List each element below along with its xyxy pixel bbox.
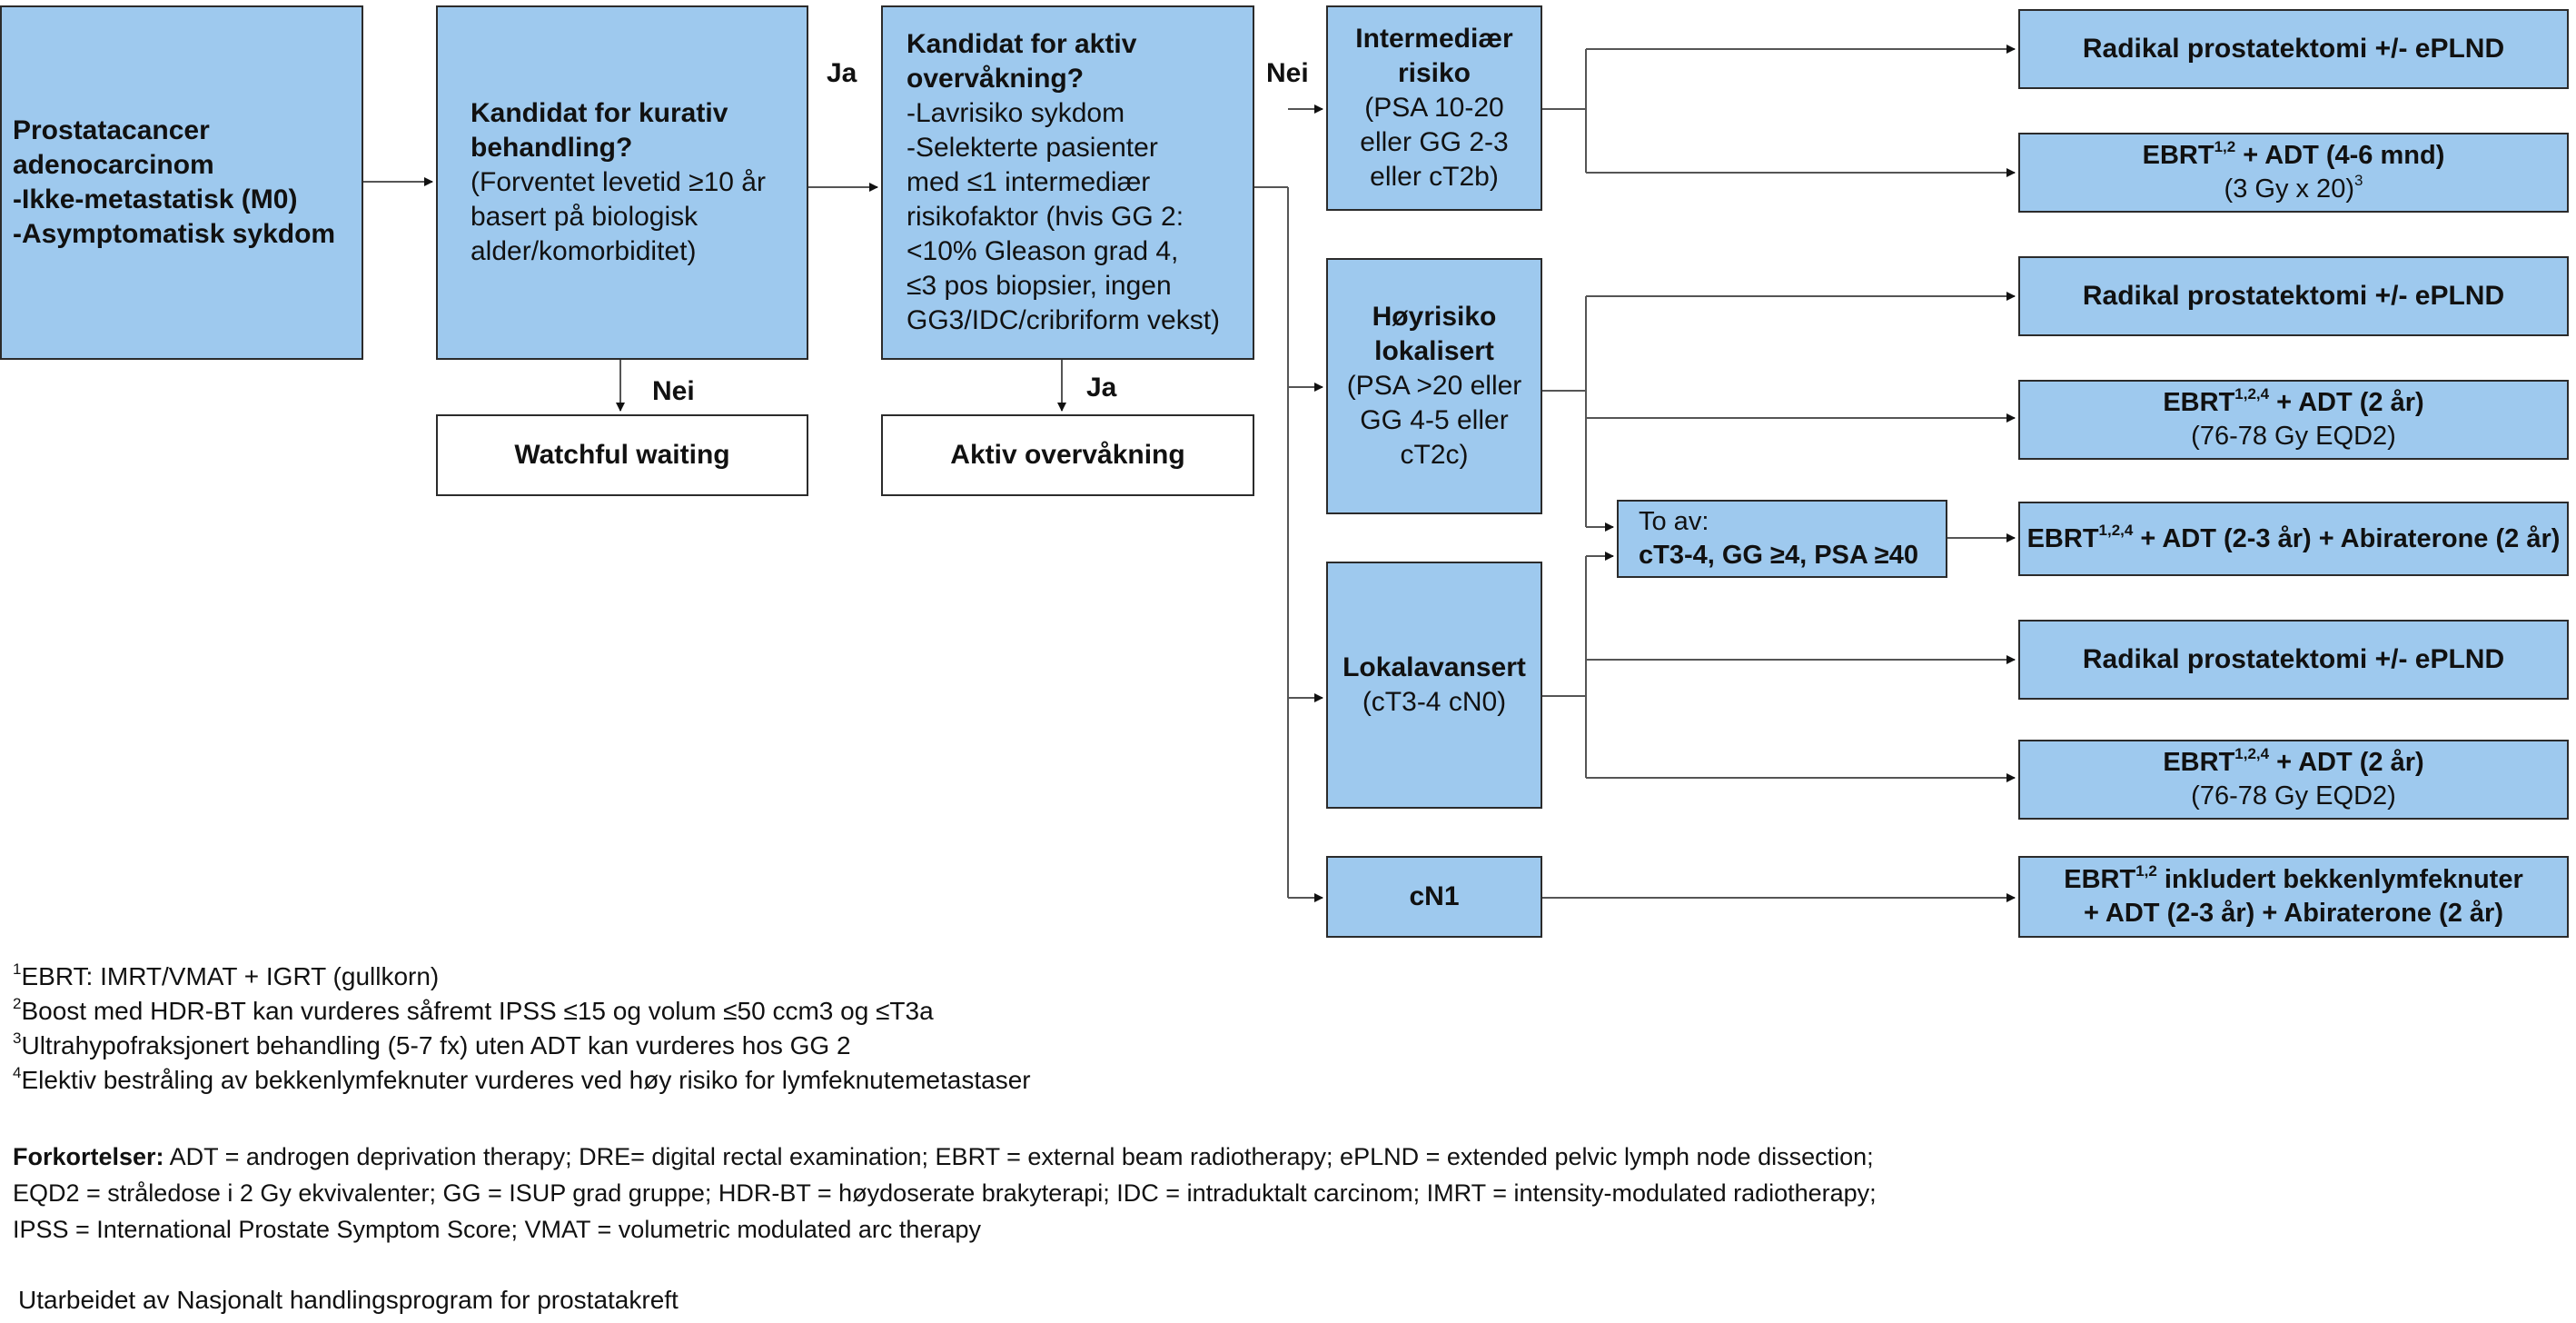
start-box: Prostatacancer adenocarcinom -Ikke-metas… [0,5,363,360]
label-ja-aktiv: Ja [1086,373,1117,403]
result-6-text: Radikal prostatektomi +/- ePLND [2082,644,2505,674]
result-prostatektomi-2: Radikal prostatektomi +/- ePLND [2018,256,2569,336]
label-nei-watchful: Nei [652,376,695,406]
lokal-title: Lokalavansert [1342,652,1526,682]
aktiv-line-6: ≤3 pos biopsier, ingen [907,271,1172,301]
inter-line-3: eller cT2b) [1370,162,1499,192]
kurativ-title-1: Kandidat for kurativ [471,98,728,128]
label-ja-kurativ: Ja [827,58,857,88]
aktiv-title-2: overvåkning? [907,64,1085,94]
aktiv-line-5: <10% Gleason grad 4, [907,236,1179,266]
footnote-3: 3Ultrahypofraksjonert behandling (5-7 fx… [13,1029,851,1059]
result-2-line-2: (3 Gy x 20)3 [2224,172,2363,204]
result-7-line-2: (76-78 Gy EQD2) [2191,781,2396,811]
start-line-4: -Asymptomatisk sykdom [13,219,336,249]
aktiv-question-box: Kandidat for aktiv overvåkning? -Lavrisi… [881,5,1254,360]
locally-advanced-box: Lokalavansert (cT3-4 cN0) [1326,562,1542,809]
inter-line-2: eller GG 2-3 [1360,127,1509,157]
footnote-2: 2Boost med HDR-BT kan vurderes såfremt I… [13,994,934,1025]
start-line-2: adenocarcinom [13,150,214,180]
result-1-text: Radikal prostatektomi +/- ePLND [2082,34,2505,64]
result-8-line-1: EBRT1,2 inkludert bekkenlymfeknuter [2064,862,2523,894]
kurativ-question-box: Kandidat for kurativ behandling? (Forven… [436,5,808,360]
result-5-line-1: EBRT1,2,4 + ADT (2-3 år) + Abiraterone (… [2026,521,2561,553]
label-nei-aktiv: Nei [1266,58,1309,88]
result-4-line-1: EBRT1,2,4 + ADT (2 år) [2163,385,2424,417]
watchful-waiting-text: Watchful waiting [514,440,730,470]
kurativ-line-3: alder/komorbiditet) [471,236,697,266]
abbreviations-line-3: IPSS = International Prostate Symptom Sc… [13,1216,981,1243]
result-3-text: Radikal prostatektomi +/- ePLND [2082,281,2505,311]
result-7-line-1: EBRT1,2,4 + ADT (2 år) [2163,745,2424,777]
credit-line: Utarbeidet av Nasjonalt handlingsprogram… [18,1286,679,1314]
inter-title-2: risiko [1397,58,1471,88]
result-prostatektomi-3: Radikal prostatektomi +/- ePLND [2018,620,2569,700]
result-prostatektomi-1: Radikal prostatektomi +/- ePLND [2018,9,2569,89]
intermediate-risk-box: Intermediær risiko (PSA 10-20 eller GG 2… [1326,5,1542,211]
to-av-line-2: cT3-4, GG ≥4, PSA ≥40 [1639,541,1918,570]
abbreviations-line-1: Forkortelser: ADT = androgen deprivation… [13,1143,1874,1170]
kurativ-line-1: (Forventet levetid ≥10 år [471,167,766,197]
result-ebrt-adt-2-ar-local: EBRT1,2,4 + ADT (2 år) (76-78 Gy EQD2) [2018,740,2569,820]
footnote-4: 4Elektiv bestråling av bekkenlymfeknuter… [13,1063,1031,1094]
hoy-title-2: lokalisert [1374,336,1494,366]
result-ebrt-bekken: EBRT1,2 inkludert bekkenlymfeknuter + AD… [2018,856,2569,938]
result-ebrt-adt-2-ar-high: EBRT1,2,4 + ADT (2 år) (76-78 Gy EQD2) [2018,380,2569,460]
aktiv-line-3: med ≤1 intermediær [907,167,1151,197]
result-2-line-1: EBRT1,2 + ADT (4-6 mnd) [2142,138,2445,170]
cn1-box: cN1 [1326,856,1542,938]
inter-title-1: Intermediær [1355,24,1513,54]
aktiv-overvakning-box: Aktiv overvåkning [881,414,1254,496]
kurativ-title-2: behandling? [471,133,633,163]
inter-line-1: (PSA 10-20 [1364,93,1504,123]
aktiv-overvakning-text: Aktiv overvåkning [950,440,1185,470]
cn1-text: cN1 [1409,881,1460,911]
aktiv-line-4: risikofaktor (hvis GG 2: [907,202,1184,232]
aktiv-line-2: -Selekterte pasienter [907,133,1158,163]
hoy-line-1: (PSA >20 eller [1346,371,1522,401]
start-line-1: Prostatacancer [13,115,210,145]
aktiv-title-1: Kandidat for aktiv [907,29,1137,59]
result-4-line-2: (76-78 Gy EQD2) [2191,422,2396,451]
start-line-3: -Ikke-metastatisk (M0) [13,184,298,214]
lokal-line-1: (cT3-4 cN0) [1362,687,1507,717]
footnote-1: 1EBRT: IMRT/VMAT + IGRT (gullkorn) [13,960,440,990]
aktiv-line-7: GG3/IDC/cribriform vekst) [907,305,1221,335]
high-risk-box: Høyrisiko lokalisert (PSA >20 eller GG 4… [1326,258,1542,514]
aktiv-line-1: -Lavrisiko sykdom [907,98,1125,128]
result-ebrt-adt-abiraterone: EBRT1,2,4 + ADT (2-3 år) + Abiraterone (… [2018,502,2569,576]
result-8-line-2: + ADT (2-3 år) + Abiraterone (2 år) [2084,899,2503,928]
hoy-line-2: GG 4-5 eller [1360,405,1509,435]
result-ebrt-adt-4-6: EBRT1,2 + ADT (4-6 mnd) (3 Gy x 20)3 [2018,133,2569,213]
hoy-title-1: Høyrisiko [1372,302,1497,332]
kurativ-line-2: basert på biologisk [471,202,698,232]
abbreviations-line-2: EQD2 = stråledose i 2 Gy ekvivalenter; G… [13,1179,1877,1207]
to-av-line-1: To av: [1639,507,1709,536]
to-av-box: To av: cT3-4, GG ≥4, PSA ≥40 [1617,500,1947,578]
watchful-waiting-box: Watchful waiting [436,414,808,496]
hoy-line-3: cT2c) [1400,440,1469,470]
